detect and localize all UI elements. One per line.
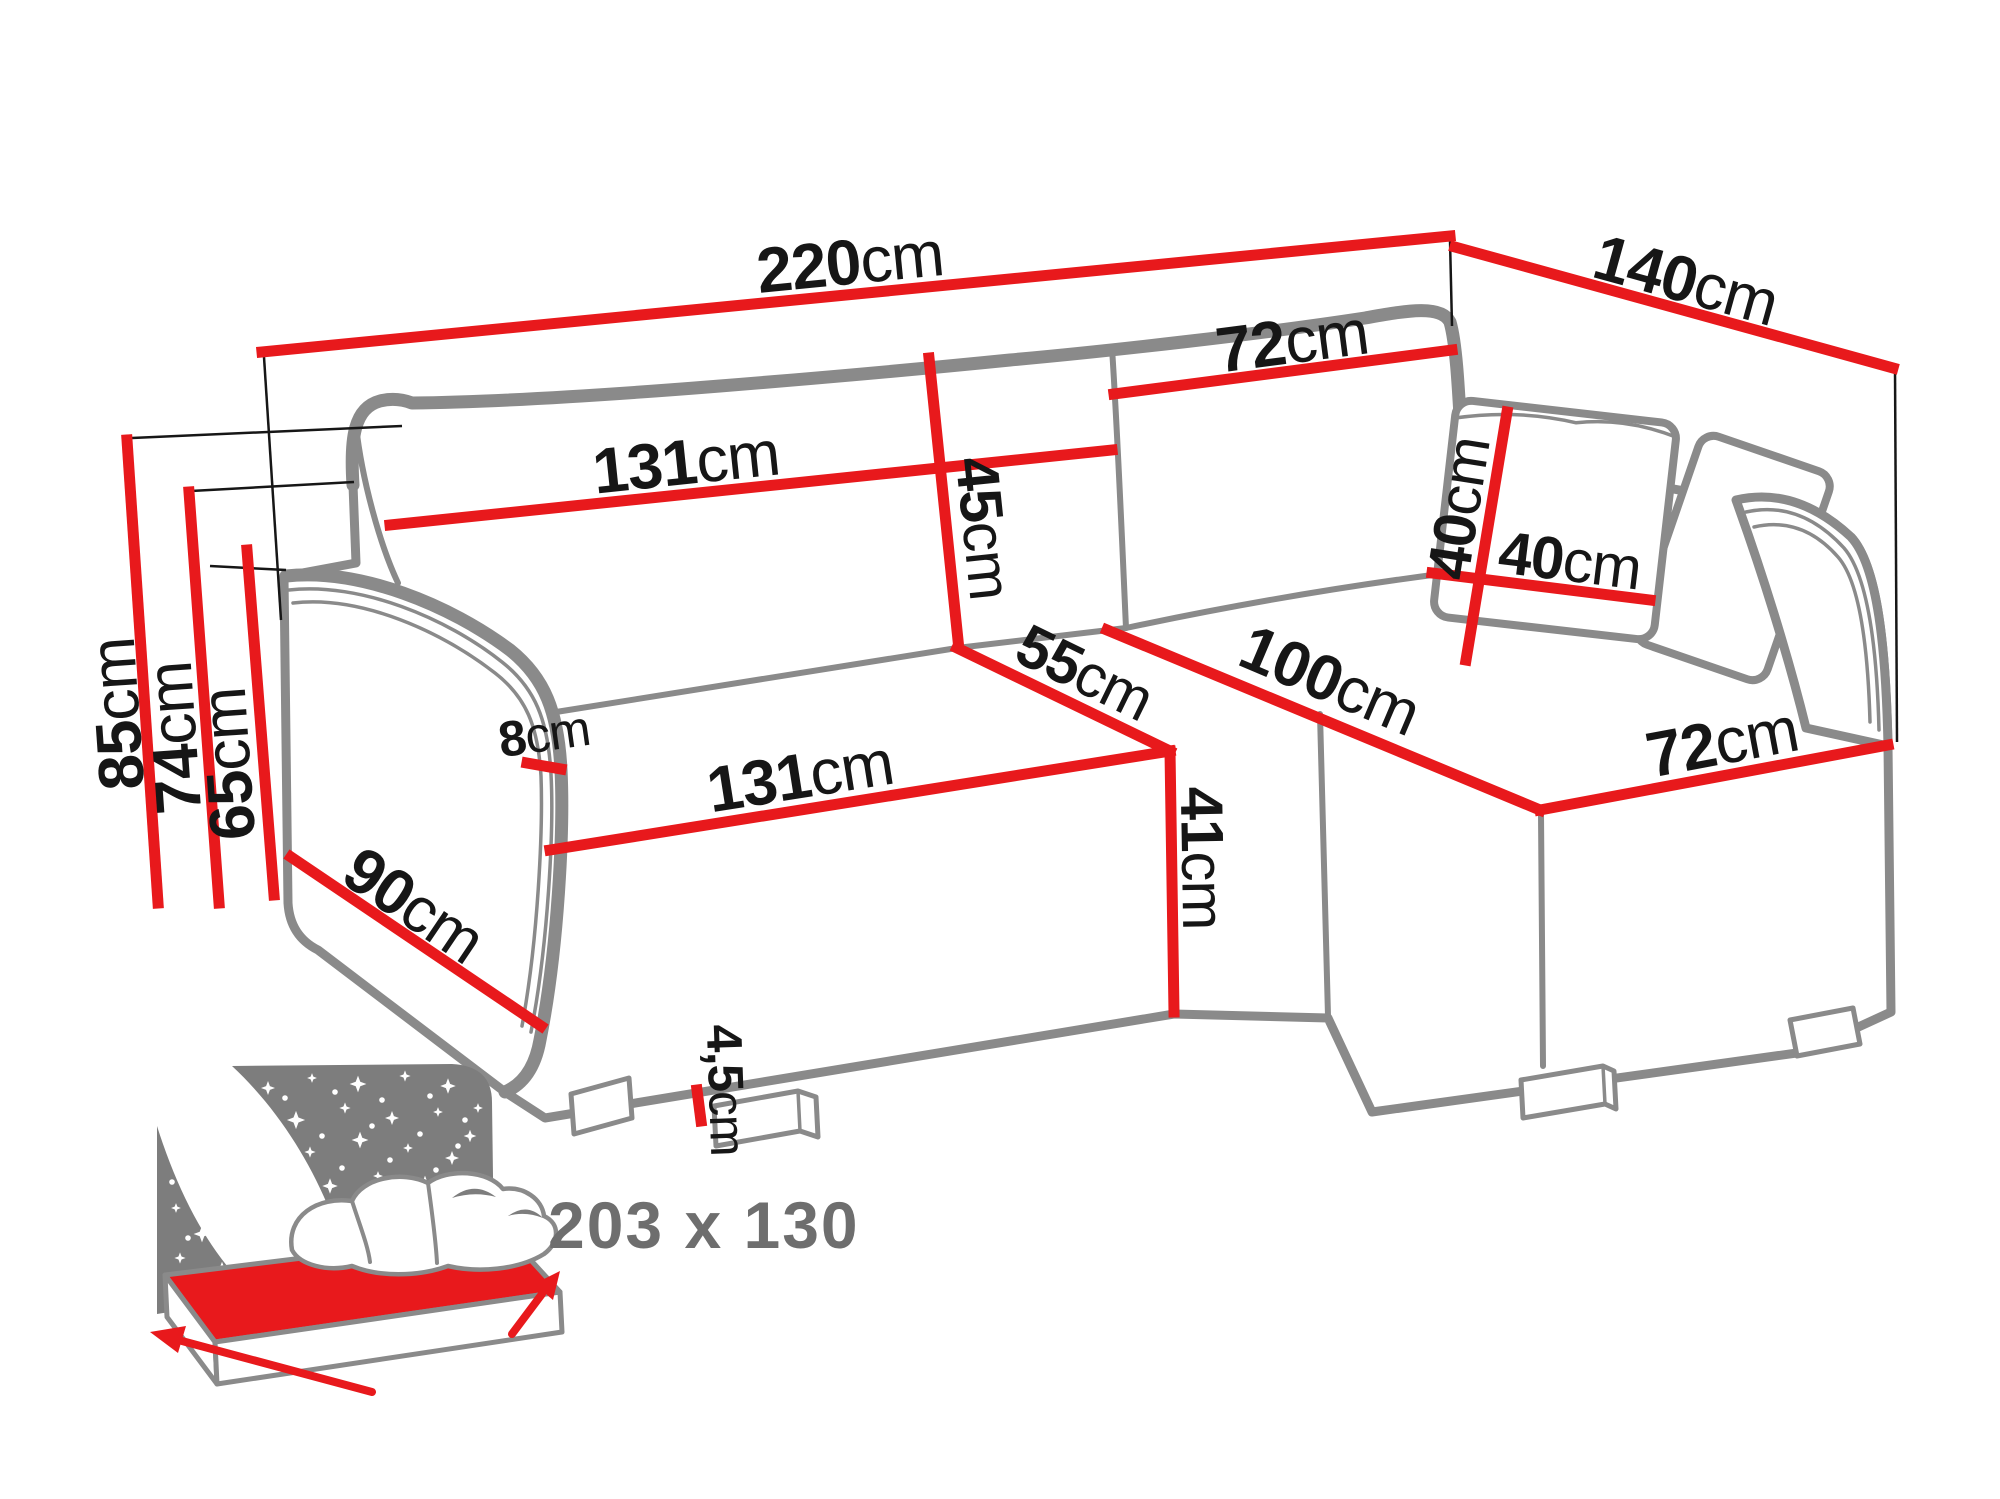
night-panel-small (157, 1126, 258, 1314)
extension-lines (131, 239, 1899, 743)
arrow-length (178, 1337, 376, 1396)
foot-chaise-left-edge (1601, 1064, 1607, 1106)
back-cushion-seam (1109, 345, 1129, 631)
label-backrest-width: 131cm (589, 416, 783, 507)
label-fold-height: 74cm (133, 659, 215, 816)
dim-line-chaise-length (1099, 622, 1548, 818)
label-seat-height: 41cm (1168, 786, 1237, 930)
label-total-depth: 140cm (1586, 220, 1786, 339)
dim-line-total-width (255, 229, 1457, 359)
dim-line-pillow-width (1425, 566, 1657, 607)
label-foot-height: 4,5cm (696, 1023, 757, 1156)
label-total-width: 220cm (753, 217, 946, 307)
left-armrest-piping-inner (287, 587, 554, 1034)
label-pillow-width: 40cm (1495, 518, 1645, 602)
dim-line-seat-depth (949, 640, 1178, 759)
blanket-icon (289, 1170, 559, 1277)
chaise-front-left-edge (1538, 811, 1546, 1069)
right-armrest-piping-2 (1752, 522, 1872, 724)
label-corner-back-width: 72cm (1212, 295, 1373, 386)
arrow-width (508, 1290, 546, 1338)
bed-size-label: 203 x 130 (548, 1188, 860, 1262)
dim-line-back-height (121, 434, 164, 909)
inner-corner-edge (1317, 711, 1331, 1019)
pillow-fold (1453, 412, 1678, 439)
pillow-shadow-2 (508, 1209, 543, 1218)
foot-left (568, 1075, 635, 1137)
ext-width-left (262, 356, 283, 621)
sleep-function-icon: 203 x 130 (150, 1064, 860, 1396)
leader-back-height (131, 424, 403, 440)
label-back-height: 85cm (76, 635, 158, 792)
mattress-side-front (212, 1289, 565, 1387)
pillow-shadow-1 (452, 1188, 496, 1198)
right-armrest-piping (1744, 507, 1881, 732)
label-armrest-width: 8cm (495, 700, 593, 768)
dim-line-corner-back-width (1107, 343, 1459, 401)
label-back-cushion-height: 45cm (943, 454, 1025, 603)
dim-line-armrest-height (241, 544, 280, 901)
dim-line-back-cushion-height (922, 351, 965, 647)
dim-line-side-depth (283, 849, 549, 1034)
foot-center-edge (796, 1089, 802, 1133)
backrest-top-edge (345, 304, 1469, 492)
bed-size-arrows (150, 1271, 560, 1396)
ext-corner (1448, 239, 1454, 327)
ext-depth-right (1893, 367, 1899, 743)
sofa-feet (568, 1005, 1863, 1149)
dim-line-backrest-width (383, 443, 1119, 532)
label-pillow-height: 40cm (1414, 432, 1503, 583)
dim-line-seat-height (1164, 745, 1180, 1018)
dim-line-pillow-height (1459, 405, 1514, 667)
leader-fold-height (190, 480, 355, 493)
dim-line-total-depth (1448, 240, 1900, 375)
right-armrest (1731, 492, 1893, 751)
dim-line-seat-width (543, 744, 1177, 857)
dim-line-chaise-width (1533, 738, 1895, 817)
foot-chaise-right (1787, 1005, 1863, 1059)
back-cushion-left-edge (353, 423, 401, 586)
label-seat-width: 131cm (702, 726, 898, 826)
dim-line-foot-height (690, 1083, 708, 1128)
left-armrest-piping-inner-2 (291, 600, 544, 1028)
label-armrest-height: 65cm (187, 685, 269, 842)
label-chaise-width: 72cm (1640, 693, 1803, 792)
dim-line-fold-height (183, 486, 225, 909)
dimension-lines (121, 229, 1900, 1128)
dim-line-armrest-width (520, 756, 568, 776)
